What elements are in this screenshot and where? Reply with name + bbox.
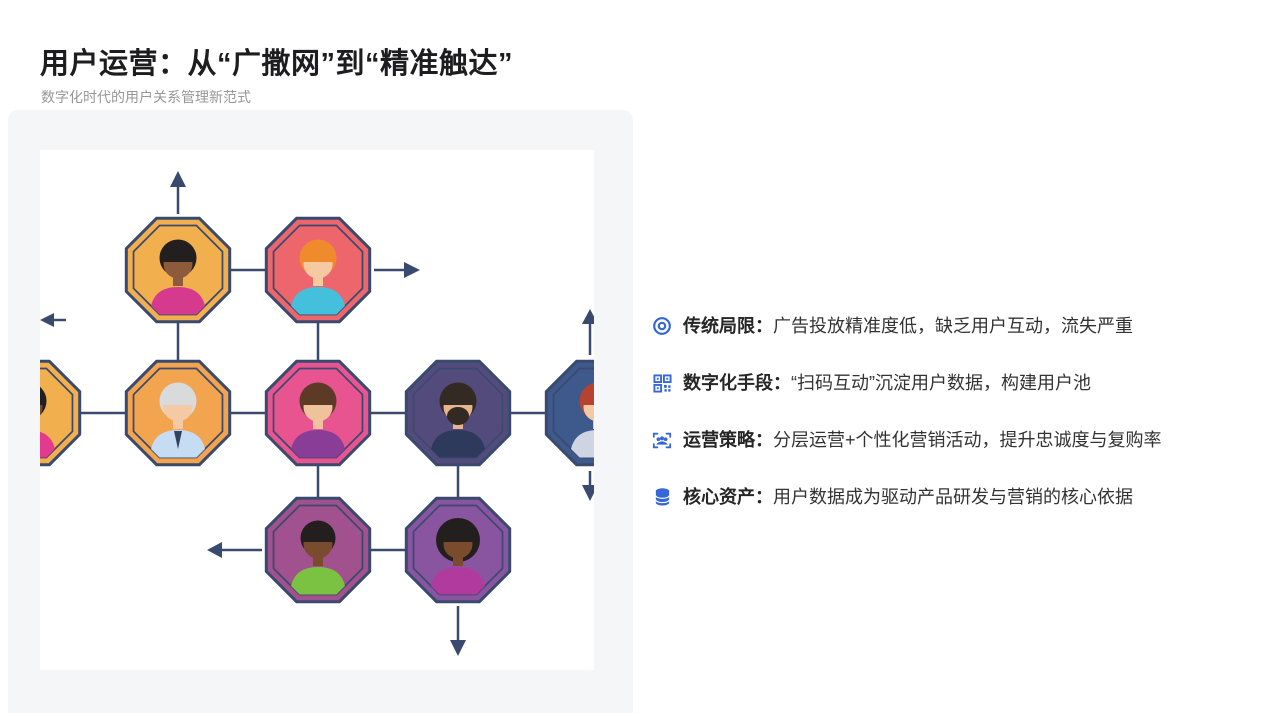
bullet-item-limitation: 传统局限：广告投放精准度低，缺乏用户互动，流失严重: [652, 314, 1252, 338]
illustration-panel: [0, 110, 652, 713]
bullet-text-wrap: 数字化手段：“扫码互动”沉淀用户数据，构建用户池: [683, 371, 1091, 395]
bullet-text: “扫码互动”沉淀用户数据，构建用户池: [791, 373, 1091, 393]
bullet-text: 分层运营+个性化营销活动，提升忠诚度与复购率: [773, 430, 1162, 450]
qrcode-icon: [652, 373, 672, 393]
bullet-label: 核心资产：: [683, 487, 773, 507]
bullet-item-strategy: 运营策略：分层运营+个性化营销活动，提升忠诚度与复购率: [652, 428, 1252, 452]
bullet-text-wrap: 运营策略：分层运营+个性化营销活动，提升忠诚度与复购率: [683, 428, 1162, 452]
avatar-node: [264, 359, 372, 467]
bullet-list: 传统局限：广告投放精准度低，缺乏用户互动，流失严重: [652, 314, 1252, 509]
bullet-text: 广告投放精准度低，缺乏用户互动，流失严重: [773, 316, 1133, 336]
avatar-node: [124, 359, 232, 467]
database-icon: [652, 487, 672, 507]
avatar-node: [544, 359, 652, 467]
bullet-text: 用户数据成为驱动产品研发与营销的核心依据: [773, 487, 1133, 507]
avatar-node: [404, 496, 512, 604]
network-illustration: [0, 171, 652, 656]
audience-scan-icon: [652, 430, 672, 450]
bullet-item-asset: 核心资产：用户数据成为驱动产品研发与营销的核心依据: [652, 485, 1252, 509]
avatar-node: [0, 359, 82, 467]
target-icon: [652, 316, 672, 336]
bullet-item-digital: 数字化手段：“扫码互动”沉淀用户数据，构建用户池: [652, 371, 1252, 395]
bullet-label: 运营策略：: [683, 430, 773, 450]
avatar-node: [264, 216, 372, 324]
avatar-node: [404, 359, 512, 467]
bullet-text-wrap: 核心资产：用户数据成为驱动产品研发与营销的核心依据: [683, 485, 1133, 509]
avatar-node: [124, 216, 232, 324]
page-title: 用户运营：从“广撒网”到“精准触达”: [40, 48, 514, 80]
bullet-label: 数字化手段：: [683, 373, 791, 393]
page-subtitle: 数字化时代的用户关系管理新范式: [41, 89, 251, 105]
illustration-card: [0, 150, 652, 670]
bullet-text-wrap: 传统局限：广告投放精准度低，缺乏用户互动，流失严重: [683, 314, 1133, 338]
avatar-nodes: [0, 216, 652, 604]
network-arrowheads: [40, 171, 598, 656]
bullet-label: 传统局限：: [683, 316, 773, 336]
avatar-node: [264, 496, 372, 604]
